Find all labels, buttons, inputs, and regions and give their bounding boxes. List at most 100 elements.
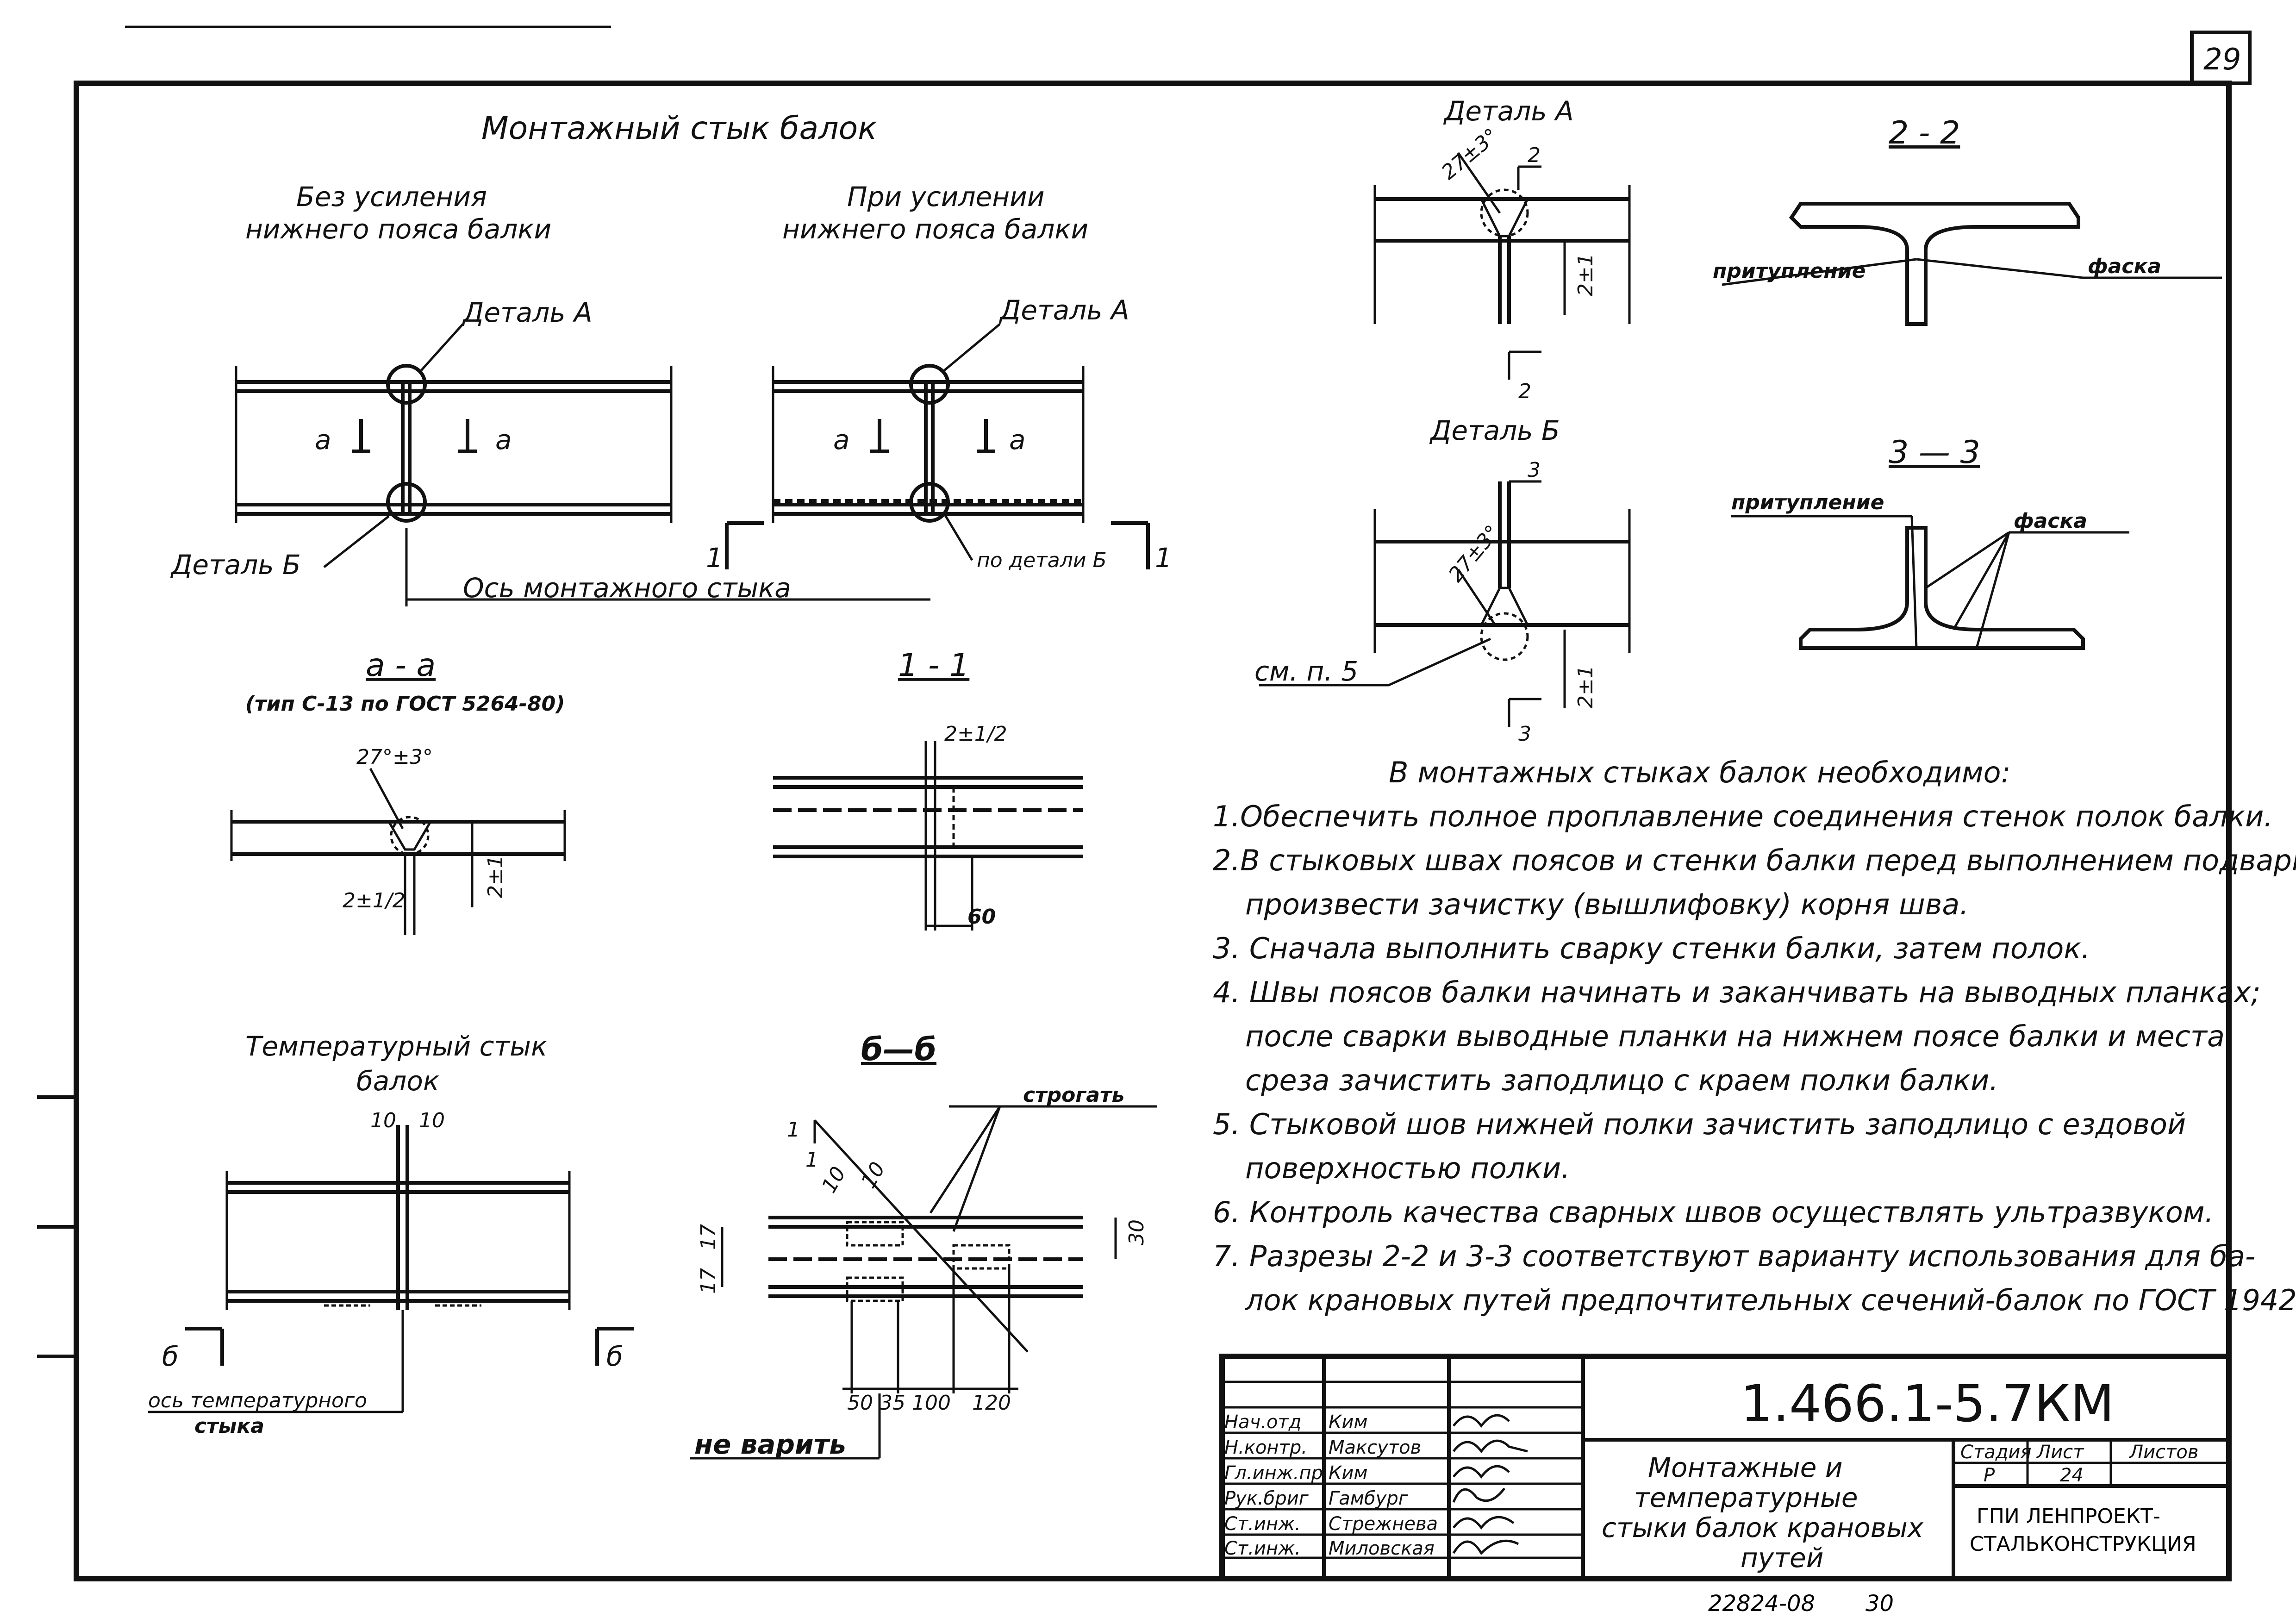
sheet-number-corner: 29 (2203, 43, 2241, 77)
tb-org-2: СТАЛЬКОНСТРУКЦИЯ (1970, 1532, 2196, 1556)
tb-doc-code: 1.466.1-5.7КМ (1741, 1374, 2115, 1433)
sheet-frame (37, 25, 2252, 1581)
section-bb-dim30: 30 (1125, 1219, 1148, 1245)
notes-line-10: 6. Контроль качества сварных швов осущес… (1213, 1195, 2214, 1229)
temp-joint-dim-left: 10 (370, 1109, 396, 1132)
section-bb-dim17b: 17 (697, 1268, 720, 1294)
section-11-dim: 60 (967, 905, 996, 929)
section-aa-root: 2±1 (484, 855, 507, 898)
section-aa-gap: 2±1/2 (343, 889, 406, 912)
axis-splice-label: Ось монтажного стыка (463, 572, 791, 604)
tb-sheet: 24 (2060, 1465, 2084, 1486)
variant-no-reinf-line2: нижнего пояса балки (245, 213, 551, 245)
tb-desc-4: путей (1741, 1542, 1823, 1574)
tb-desc-3: стыки балок крановых (1602, 1512, 1924, 1543)
tb-sheet-header: Лист (2036, 1442, 2084, 1463)
notes-line-12: лок крановых путей предпочтительных сече… (1245, 1283, 2296, 1317)
notes-heading: В монтажных стыках балок необходимо: (1389, 756, 2011, 789)
section-a-left-2: a (495, 424, 512, 456)
section-33-blunt: притупление (1731, 491, 1884, 514)
tb-role-6: Ст.инж. (1224, 1538, 1301, 1559)
detail-b-angle: 27±3° (1444, 521, 1504, 587)
tb-name-6: Миловская (1329, 1538, 1435, 1559)
beam-elevation-left (235, 323, 930, 606)
section-22-drawing (1722, 202, 2222, 326)
detail-a-sec-bottom: 2 (1518, 380, 1531, 403)
see-detail-b: по детали Б (977, 549, 1107, 572)
section-bb-title: б—б (861, 1031, 936, 1068)
tb-sheets-header: Листов (2128, 1442, 2198, 1463)
temp-joint-axis-2: стыка (194, 1414, 264, 1438)
section-1-left: 1 (706, 542, 723, 574)
section-11-gap: 2±1/2 (944, 722, 1007, 746)
notes-line-2: 2.В стыковых швах поясов и стенки балки … (1213, 843, 2296, 877)
section-bb-dim10a: 10 (817, 1163, 850, 1197)
title-block (1219, 1354, 2232, 1581)
detail-b-drawing (1259, 480, 1631, 727)
section-33-chamfer: фаска (2014, 509, 2087, 533)
section-aa-angle: 27°±3° (356, 745, 433, 769)
bottom-stamp-page: 30 (1866, 1591, 1894, 1617)
section-11-title: 1 - 1 (898, 647, 969, 684)
tb-stage-header: Стадия (1960, 1442, 2031, 1463)
temp-joint-sec-left: б (162, 1341, 179, 1372)
notes-line-1: 1.Обеспечить полное проплавление соедине… (1213, 800, 2273, 833)
tb-org-1: ГПИ ЛЕНПРОЕКТ- (1977, 1505, 2160, 1528)
section-bb-dims-bottom: 50 35 100 (847, 1391, 951, 1415)
temp-joint-title-2: балок (356, 1065, 439, 1097)
section-33-title: 3 — 3 (1889, 434, 1980, 471)
temp-joint-axis-1: ось температурного (148, 1389, 367, 1412)
signature-marks (1452, 1414, 1528, 1555)
tb-role-4: Рук.бриг (1224, 1488, 1309, 1509)
beam-elevation-right (725, 323, 1150, 569)
section-a-left-1: a (315, 424, 331, 456)
temp-joint-drawing (148, 1125, 634, 1413)
section-bb-slope-1: 1 (787, 1118, 800, 1142)
notes-line-4: 3. Сначала выполнить сварку стенки балки… (1213, 931, 2090, 965)
section-aa-title: a - a (366, 647, 436, 684)
tb-name-1: Ким (1329, 1412, 1368, 1433)
detail-a-angle: 27±3° (1437, 124, 1503, 185)
section-22-title: 2 - 2 (1889, 115, 1960, 151)
section-bb-dim120: 120 (972, 1391, 1011, 1415)
section-a-right-2: a (1009, 424, 1026, 456)
detail-b-sec-top: 3 (1528, 458, 1541, 482)
section-a-right-1: a (833, 424, 850, 456)
notes-line-7: среза зачистить заподлицо с краем полки … (1245, 1063, 1998, 1097)
notes-line-8: 5. Стыковой шов нижней полки зачистить з… (1213, 1107, 2186, 1141)
section-22-blunt: притупление (1713, 259, 1866, 283)
tb-role-5: Ст.инж. (1224, 1513, 1301, 1535)
tb-name-4: Гамбург (1329, 1488, 1409, 1509)
notes-line-6: после сварки выводные планки на нижнем п… (1245, 1019, 2225, 1053)
detail-a-callout-right: Деталь А (998, 294, 1129, 326)
tb-name-5: Стрежнева (1329, 1513, 1438, 1535)
detail-a-drawing (1373, 152, 1631, 380)
temp-joint-sec-right: б (606, 1341, 623, 1372)
tb-desc-2: температурные (1634, 1482, 1858, 1513)
section-11-drawing (773, 741, 1083, 931)
notes-line-11: 7. Разрезы 2-2 и 3-3 соответствуют вариа… (1213, 1239, 2255, 1273)
detail-a-sec-top: 2 (1528, 144, 1541, 167)
notes-line-9: поверхностью полки. (1245, 1151, 1570, 1185)
detail-a-title: Деталь А (1443, 95, 1574, 127)
notes-line-3: произвести зачистку (вышлифовку) корня ш… (1245, 887, 1969, 921)
main-title: Монтажный стык балок (481, 110, 877, 147)
tb-name-3: Ким (1329, 1462, 1368, 1484)
detail-b-root: 2±1 (1574, 665, 1597, 708)
section-bb-slope-2: 1 (805, 1148, 818, 1172)
detail-b-title: Деталь Б (1429, 415, 1560, 446)
detail-a-callout-left: Деталь А (462, 297, 593, 328)
section-bb-drawing (690, 1105, 1157, 1460)
detail-b-callout-left: Деталь Б (170, 549, 301, 581)
detail-b-see: см. п. 5 (1254, 656, 1358, 687)
detail-b-sec-bottom: 3 (1518, 722, 1531, 746)
tb-role-1: Нач.отд (1224, 1412, 1301, 1433)
section-aa-subtitle: (тип С-13 по ГОСТ 5264-80) (245, 692, 565, 716)
temp-joint-title-1: Температурный стык (245, 1031, 547, 1062)
tb-desc-1: Монтажные и (1648, 1452, 1843, 1483)
section-33-drawing (1731, 515, 2129, 650)
section-bb-no-weld: не варить (694, 1429, 846, 1460)
variant-no-reinf-line1: Без усиления (296, 181, 487, 212)
bottom-stamp-number: 22824-08 (1708, 1591, 1815, 1617)
